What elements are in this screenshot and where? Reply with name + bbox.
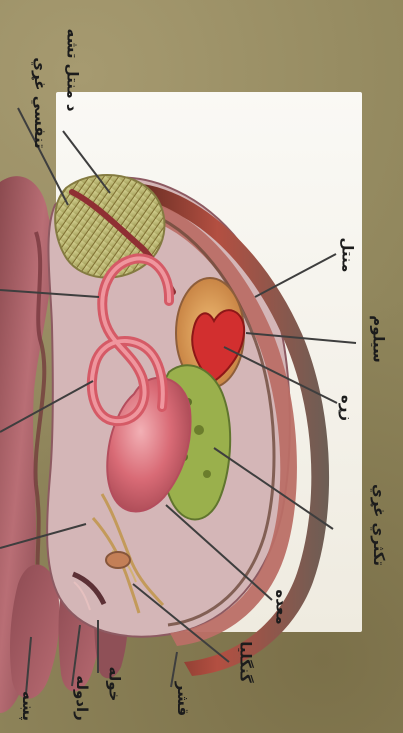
gland-spot-2 [194,425,204,435]
label-foot: پښه [19,691,37,721]
label-respiratory-organ: تنفسي غړي [31,57,49,149]
label-ganglia: گنگلیا [237,641,255,682]
label-radula: رادوله [73,675,91,721]
label-coelom: سیلوم [370,315,388,362]
label-mantle-cavity: د منتل تشه [64,28,82,111]
ganglia-node [106,552,130,568]
label-mantle: منتل [338,238,356,273]
label-stomach: معده [273,589,291,624]
label-heart: زړه [338,395,356,421]
gland-spot-4 [203,470,211,478]
label-mouth: خوله [105,667,123,702]
label-digestive-gland: تکثري غړي [370,484,388,566]
label-shell: قشر [174,682,192,716]
